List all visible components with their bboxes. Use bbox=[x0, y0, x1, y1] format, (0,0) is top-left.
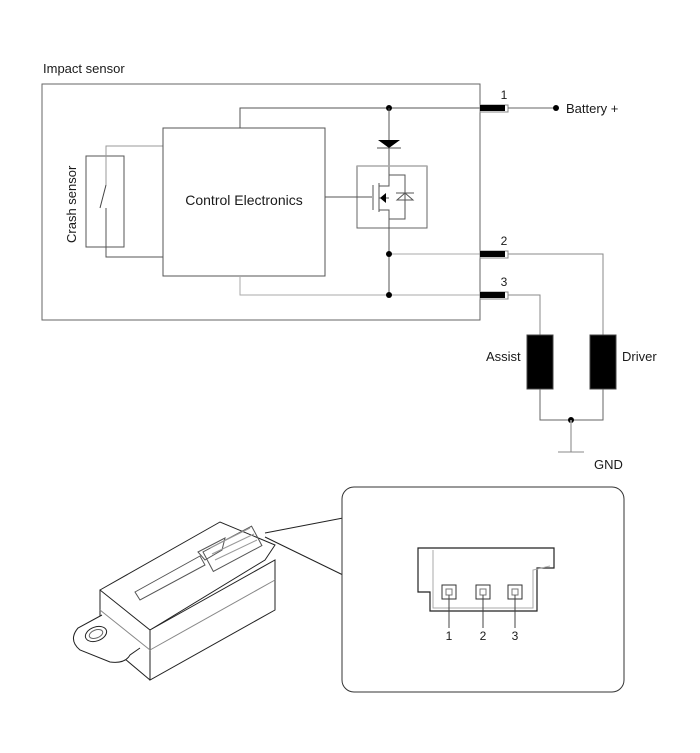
crash-sensor-label: Crash sensor bbox=[64, 165, 79, 243]
control-electronics-box bbox=[162, 127, 326, 277]
crash-sensor-wire-bottom bbox=[105, 208, 163, 258]
callout-line-top bbox=[264, 517, 344, 534]
connector-inner-edge bbox=[432, 550, 551, 609]
label-text-line bbox=[211, 533, 255, 555]
battery-label: Battery + bbox=[566, 101, 618, 116]
supply-wire bbox=[239, 107, 480, 128]
pin-3-label: 3 bbox=[501, 275, 508, 289]
connector-pin-3: 3 bbox=[507, 584, 523, 643]
driver-wire bbox=[508, 253, 604, 335]
gnd-label: GND bbox=[594, 457, 623, 472]
ground-wire bbox=[539, 389, 604, 421]
body-diode-icon bbox=[395, 192, 415, 201]
arrow-head bbox=[197, 537, 226, 561]
pin-terminal bbox=[480, 292, 505, 298]
pin-1-label: 1 bbox=[501, 88, 508, 102]
control-electronics-label: Control Electronics bbox=[185, 192, 303, 208]
pin-1: 1 bbox=[479, 88, 509, 113]
device-front-face bbox=[149, 559, 276, 681]
pin-terminal bbox=[480, 251, 505, 257]
driver-label: Driver bbox=[622, 349, 657, 364]
device-seam-left bbox=[99, 609, 151, 651]
crash-sensor-wire-top bbox=[105, 145, 163, 185]
switch-contact-icon bbox=[99, 184, 107, 209]
connector-pin-3-label: 3 bbox=[512, 629, 519, 643]
diode-icon bbox=[378, 140, 400, 148]
device-seam bbox=[149, 579, 276, 651]
impact-sensor-enclosure bbox=[41, 83, 481, 321]
crash-sensor-box bbox=[85, 155, 125, 248]
assist-label: Assist bbox=[486, 349, 521, 364]
mounting-hole-inner bbox=[88, 629, 104, 639]
connector-pin-1-label: 1 bbox=[446, 629, 453, 643]
pin-2-label: 2 bbox=[501, 234, 508, 248]
callout-line-bottom bbox=[264, 536, 344, 576]
junction-dot bbox=[386, 292, 392, 298]
device-top-face bbox=[99, 521, 276, 631]
battery-terminal-dot bbox=[553, 105, 559, 111]
mosfet-transistor-icon bbox=[325, 165, 428, 229]
crash-sensor: Crash sensor bbox=[64, 145, 163, 258]
ground-return-wire bbox=[239, 276, 480, 296]
label-text-line bbox=[209, 527, 251, 549]
pin-3: 3 bbox=[479, 275, 509, 300]
pin-2: 2 bbox=[479, 234, 509, 259]
mounting-tab bbox=[73, 614, 141, 663]
direction-arrow-label bbox=[134, 555, 206, 601]
label-text-line bbox=[214, 539, 258, 561]
connector-pin-2-label: 2 bbox=[480, 629, 487, 643]
connector-housing bbox=[417, 547, 555, 612]
driver-airbag-squib bbox=[589, 334, 617, 390]
mounting-hole-icon bbox=[84, 625, 108, 643]
assist-wire bbox=[508, 294, 541, 335]
connector-pin-1: 1 bbox=[441, 584, 457, 643]
impact-sensor-title: Impact sensor bbox=[43, 61, 125, 76]
pin-terminal bbox=[480, 105, 505, 111]
impact-sensor-device-illustration bbox=[73, 521, 276, 681]
connector-pin-2: 2 bbox=[475, 584, 491, 643]
body-arrow-icon bbox=[380, 193, 386, 203]
connector-face: 1 2 3 bbox=[417, 547, 555, 643]
junction-dot bbox=[386, 251, 392, 257]
assist-airbag-squib bbox=[526, 334, 554, 390]
mosfet-drain-source bbox=[379, 174, 406, 220]
